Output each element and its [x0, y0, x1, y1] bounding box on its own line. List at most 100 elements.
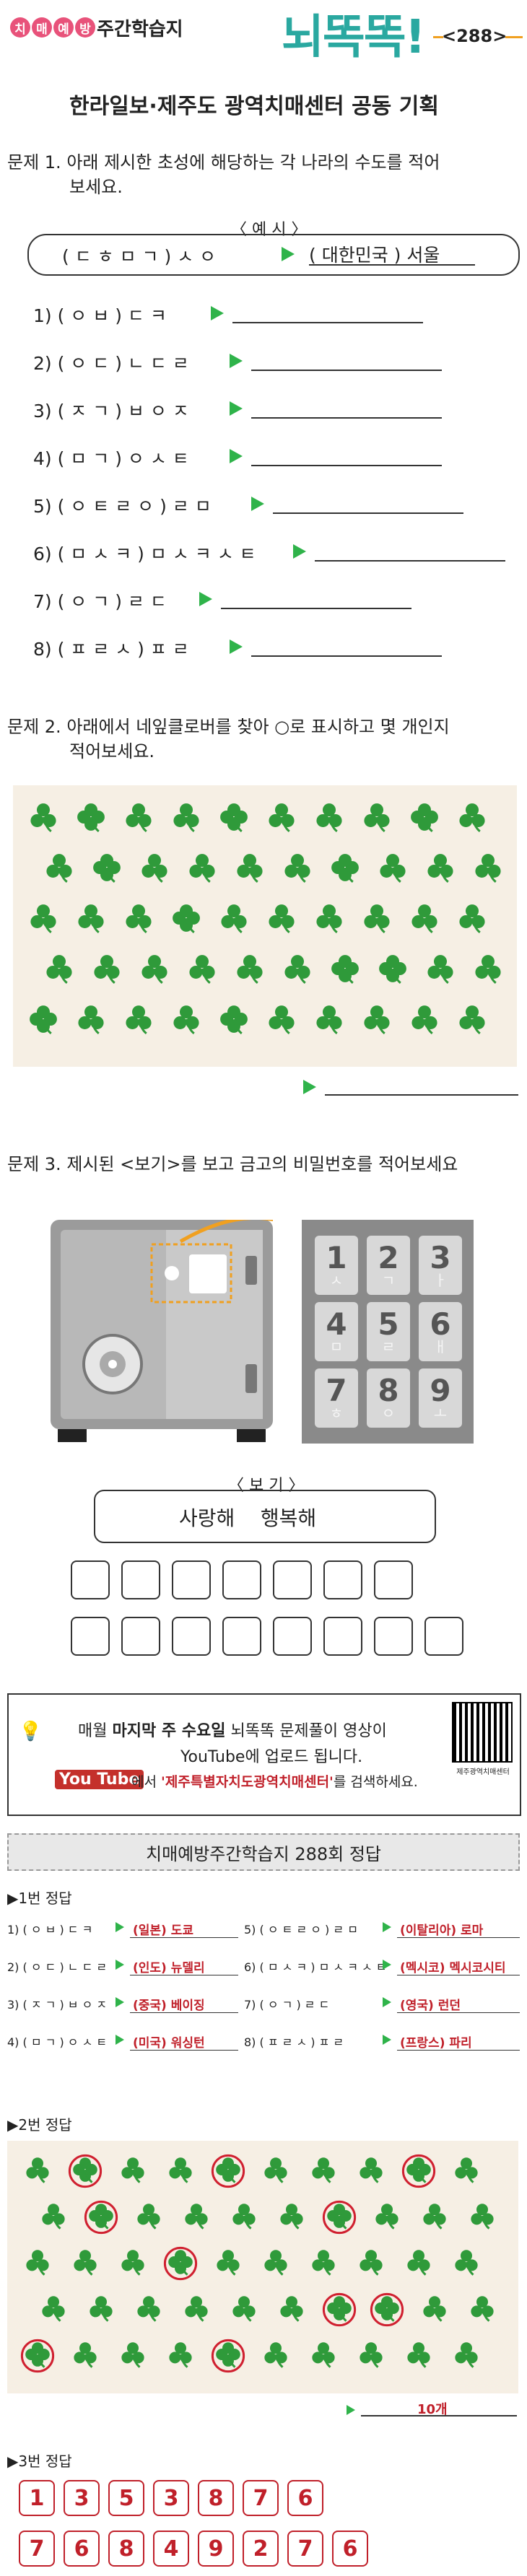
arrow-icon [230, 639, 243, 654]
answer-question: 7) ( ㅇ ㄱ ) ㄹ ㄷ [244, 1998, 330, 2012]
answer-question: 2) ( ㅇ ㄷ ) ㄴ ㄷ ㄹ [7, 1960, 108, 1974]
safe-illustration [51, 1215, 329, 1444]
arrow-icon [347, 2405, 355, 2415]
answer-question: 1) ( ㅇ ㅂ ) ㄷ ㅋ [7, 1923, 93, 1937]
q2-answer-line[interactable] [325, 1094, 518, 1096]
arrow-icon [116, 1960, 124, 1970]
clover [121, 2157, 144, 2183]
page-subtitle: 한라일보·제주도 광역치매센터 공동 기획 [69, 94, 439, 119]
password-digit-box[interactable] [172, 1560, 211, 1599]
clover [74, 2250, 97, 2276]
password-digit-box[interactable] [121, 1560, 160, 1599]
q1-answer-line[interactable] [232, 322, 423, 323]
clover [237, 955, 263, 984]
arrow-icon [383, 1922, 391, 1932]
password-digit-box[interactable] [273, 1560, 312, 1599]
four-leaf-clover [173, 904, 200, 933]
answer-code-digit: 9 [198, 2531, 234, 2567]
clover [471, 2296, 494, 2322]
clover [237, 854, 263, 883]
yt-line3-post: 를 검색하세요. [333, 1774, 418, 1790]
clover [280, 2204, 303, 2230]
clover [264, 2157, 287, 2183]
clover [269, 803, 295, 832]
answer-code-digit: 4 [153, 2531, 189, 2567]
password-digit-box[interactable] [71, 1560, 110, 1599]
bogi-words: 사랑해 행복해 [179, 1506, 317, 1530]
password-row-1 [71, 1560, 413, 1599]
clover [459, 904, 485, 933]
q1-answer-line[interactable] [273, 512, 463, 514]
arrow-icon [230, 401, 243, 416]
four-leaf-clover [370, 2292, 404, 2327]
password-digit-box[interactable] [222, 1560, 261, 1599]
yt-line3-pre: 에서 [131, 1774, 161, 1790]
keypad-key-number: 8 [378, 1373, 399, 1408]
password-digit-box[interactable] [374, 1617, 413, 1656]
q1-answer-line[interactable] [251, 655, 442, 657]
clover [316, 803, 342, 832]
clover [459, 803, 485, 832]
q1-question: 문제 1. 아래 제시한 초성에 해당하는 각 나라의 수도를 적어 보세요. [7, 150, 440, 199]
password-digit-box[interactable] [273, 1617, 312, 1656]
arrow-icon [230, 449, 243, 463]
answer-underline [397, 2050, 520, 2051]
password-digit-box[interactable] [121, 1617, 160, 1656]
clover [471, 2204, 494, 2230]
clover [407, 2342, 430, 2368]
q1-item-label: 4) ( ㅁ ㄱ ) ㅇ ㅅ ㅌ [33, 448, 189, 469]
bogi-box [94, 1490, 436, 1543]
q1-answer-line[interactable] [315, 560, 505, 562]
answer-question: 8) ( ㅍ ㄹ ㅅ ) ㅍ ㄹ [244, 2035, 344, 2049]
clover [137, 2204, 160, 2230]
q2-question-line1: 문제 2. 아래에서 네잎클로버를 찾아 ○로 표시하고 몇 개인지 [7, 717, 450, 737]
q1-example-label: 〈 예 시 〉 [231, 221, 308, 239]
keypad-key-letter: ㄹ [381, 1338, 396, 1355]
password-digit-box[interactable] [323, 1560, 362, 1599]
answer-underline [130, 2012, 238, 2013]
clover [141, 854, 167, 883]
q1-answer-line[interactable] [251, 417, 442, 419]
keypad-key-letter: ㅏ [433, 1272, 448, 1289]
answer-underline [130, 1937, 238, 1938]
q1-answer-line[interactable] [251, 370, 442, 371]
q2-question: 문제 2. 아래에서 네잎클로버를 찾아 ○로 표시하고 몇 개인지 적어보세요… [7, 715, 450, 764]
sec2-answer-line [361, 2415, 517, 2416]
clover [90, 2296, 113, 2322]
qr-caption: 제주광역치매센터 [456, 1768, 510, 1776]
answer-code-digit: 8 [108, 2531, 144, 2567]
password-digit-box[interactable] [222, 1617, 261, 1656]
clover [455, 2342, 478, 2368]
q1-question-line2: 보세요. [69, 177, 123, 197]
keypad-key-number: 4 [326, 1306, 347, 1342]
clover-illustration [30, 803, 501, 1034]
four-leaf-clover [220, 803, 248, 832]
password-digit-box[interactable] [424, 1617, 463, 1656]
clover [284, 955, 310, 984]
keypad-key-letter: ㅅ [329, 1272, 344, 1289]
answer-value: (이탈리아) 로마 [400, 1924, 484, 1938]
q1-item-label: 7) ( ㅇ ㄱ ) ㄹ ㄷ [33, 591, 167, 612]
answers-header: 치매예방주간학습지 288회 정답 [7, 1833, 520, 1871]
q1-example-box [27, 234, 520, 276]
q1-question-line1: 문제 1. 아래 제시한 초성에 해당하는 각 나라의 수도를 적어 [7, 152, 440, 173]
password-digit-box[interactable] [323, 1617, 362, 1656]
clover [312, 2157, 335, 2183]
clover [232, 2204, 256, 2230]
q1-answer-line[interactable] [251, 465, 442, 466]
clover [137, 2296, 160, 2322]
password-digit-box[interactable] [374, 1560, 413, 1599]
keypad-key-letter: ㄱ [381, 1272, 396, 1289]
clover [78, 904, 104, 933]
four-leaf-clover [84, 2200, 118, 2235]
password-digit-box[interactable] [172, 1617, 211, 1656]
clover [74, 2342, 97, 2368]
keypad-key-number: 2 [378, 1240, 399, 1275]
password-digit-box[interactable] [71, 1617, 110, 1656]
clover [312, 2342, 335, 2368]
q1-answer-line[interactable] [221, 608, 411, 609]
